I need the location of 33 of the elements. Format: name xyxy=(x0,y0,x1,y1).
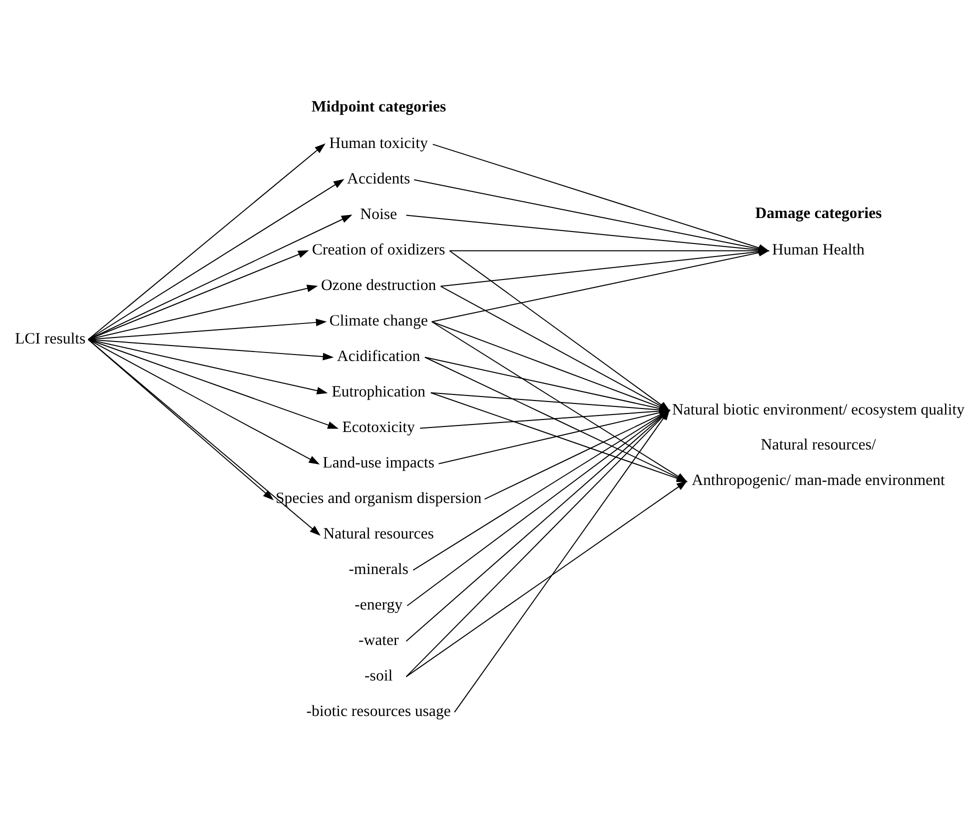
node-text: Anthropogenic/ man-made environment xyxy=(692,472,945,489)
node-text: Eutrophication xyxy=(332,383,426,400)
node-text: -biotic resources usage xyxy=(306,702,451,720)
arrow xyxy=(88,250,309,340)
arrow xyxy=(88,214,352,340)
node-text: Noise xyxy=(360,206,397,223)
node-text: Natural resources xyxy=(323,524,434,542)
node-text: -minerals xyxy=(348,560,408,578)
node-text: Human toxicity xyxy=(329,134,428,152)
node-text: Ozone destruction xyxy=(321,276,436,294)
arrow xyxy=(88,142,326,340)
node-text: Creation of oxidizers xyxy=(312,241,446,258)
arrow xyxy=(406,480,688,677)
label: Midpoint categories xyxy=(312,98,446,116)
arrow xyxy=(88,338,320,464)
node-text: Human Health xyxy=(772,241,865,258)
label: Natural resources/ xyxy=(760,436,876,454)
node-text: -soil xyxy=(364,666,393,684)
arrow xyxy=(88,178,344,340)
label: Damage categories xyxy=(755,204,882,222)
arrow xyxy=(88,284,318,340)
node-text: Ecotoxicity xyxy=(342,418,415,436)
node-text: Climate change xyxy=(329,312,428,330)
node-text: Acidification xyxy=(336,348,420,365)
node-text: Accidents xyxy=(347,170,410,188)
node-text: Land-use impacts xyxy=(322,454,434,471)
node-text: -energy xyxy=(354,596,403,613)
arrow xyxy=(88,338,339,428)
node-text: Species and organism dispersion xyxy=(276,489,482,506)
node-text: -water xyxy=(358,631,399,648)
node-text: Natural biotic environment/ ecosystem quality xyxy=(672,400,965,418)
arrow xyxy=(88,338,321,536)
node-text: LCI results xyxy=(15,330,86,347)
